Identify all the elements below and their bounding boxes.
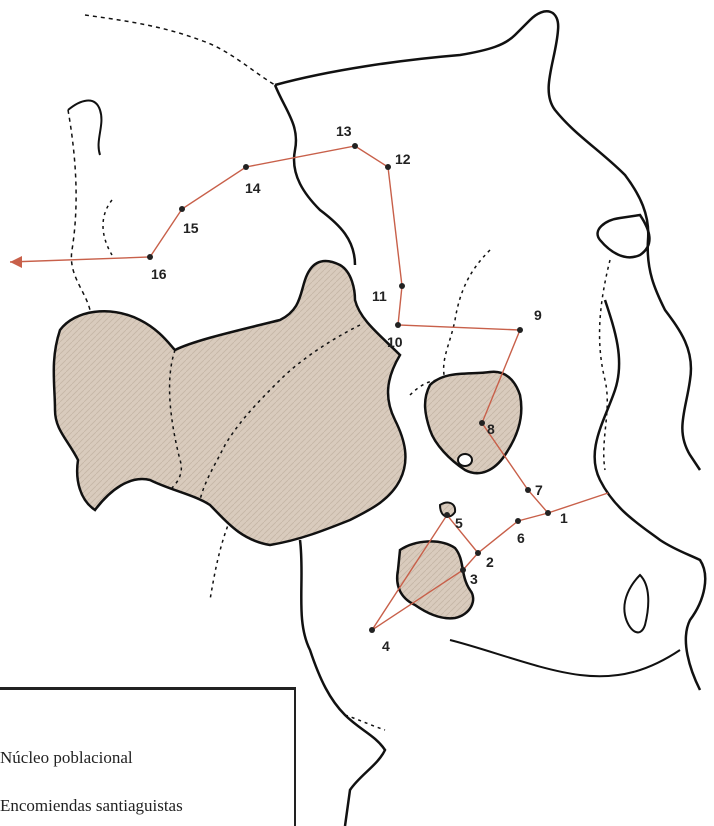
route-label-12: 12 — [395, 151, 411, 167]
route-point-4 — [369, 627, 375, 633]
outer-border-west — [273, 84, 357, 266]
route — [9, 143, 609, 633]
route-point-2 — [475, 550, 481, 556]
route-point-7 — [525, 487, 531, 493]
route-point-8 — [479, 420, 485, 426]
route-line-main — [9, 145, 549, 514]
route-point-10 — [395, 322, 401, 328]
legend-item-encomiendas-santiaguistas: Encomiendas santiaguistas — [0, 796, 183, 815]
dashed-border-east — [598, 259, 611, 471]
outer-border-north — [274, 10, 702, 471]
route-point-5 — [444, 512, 450, 518]
dashed-border-central — [442, 249, 491, 381]
route-label-2: 2 — [486, 554, 494, 570]
route-point-9 — [517, 327, 523, 333]
route-point-15 — [179, 206, 185, 212]
route-arrow-icon — [10, 256, 22, 268]
route-label-3: 3 — [470, 571, 478, 587]
encomienda-west — [52, 259, 407, 547]
encomienda-south — [396, 540, 475, 620]
route-point-16 — [147, 254, 153, 260]
route-point-6 — [515, 518, 521, 524]
legend-item-nucleo-poblacional: Núcleo poblacional — [0, 748, 133, 767]
east-lagoon — [623, 573, 650, 634]
route-point-13 — [352, 143, 358, 149]
encomienda-center — [423, 370, 523, 475]
dashed-border-river — [102, 199, 113, 256]
route-point-11 — [399, 283, 405, 289]
route-label-1: 1 — [560, 510, 568, 526]
outer-border-east-coast — [593, 299, 707, 691]
dashed-border-south-west — [209, 519, 231, 601]
outer-border-east — [596, 213, 651, 259]
route-label-13: 13 — [336, 123, 352, 139]
route-label-9: 9 — [534, 307, 542, 323]
outer-border-south — [298, 539, 387, 826]
route-label-15: 15 — [183, 220, 199, 236]
route-line-south — [371, 492, 609, 631]
route-point-1 — [545, 510, 551, 516]
route-label-11: 11 — [372, 288, 387, 304]
dashed-border-west — [67, 109, 91, 311]
south-coast — [449, 639, 681, 678]
route-point-14 — [243, 164, 249, 170]
route-label-8: 8 — [487, 421, 495, 437]
encomienda-small — [438, 501, 457, 518]
dashed-border-north — [84, 14, 276, 86]
dashed-border-south — [344, 714, 386, 731]
route-label-7: 7 — [535, 482, 543, 498]
route-label-5: 5 — [455, 515, 463, 531]
route-label-10: 10 — [387, 334, 403, 350]
dashed-inner-1 — [168, 349, 182, 491]
route-label-6: 6 — [517, 530, 525, 546]
route-label-4: 4 — [382, 638, 390, 654]
lake — [457, 453, 473, 467]
route-point-12 — [385, 164, 391, 170]
route-point-3 — [460, 567, 466, 573]
river-coast-north-west — [67, 99, 103, 156]
route-label-14: 14 — [245, 180, 261, 196]
route-label-16: 16 — [151, 266, 167, 282]
legend: Núcleo poblacional Encomiendas santiagui… — [0, 687, 296, 826]
